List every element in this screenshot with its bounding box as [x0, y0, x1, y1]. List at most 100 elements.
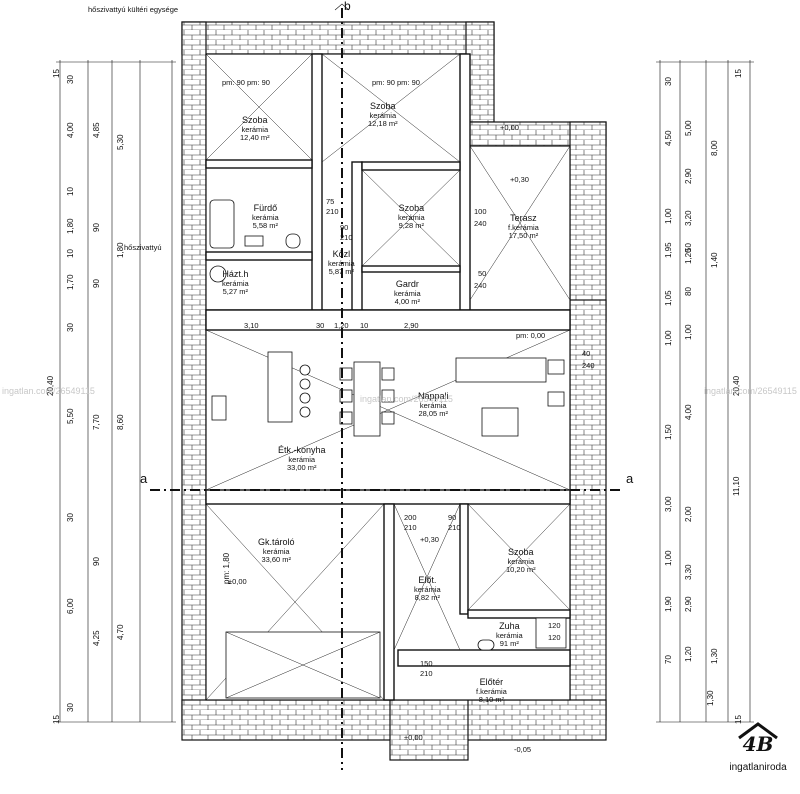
dim-2-90: 2,90	[404, 321, 419, 330]
right-mid-6: 4,00	[684, 404, 693, 420]
door-dim-1: 210	[326, 207, 339, 216]
logo: 4B ingatlaniroda	[722, 722, 794, 782]
door-dim-10: 150	[420, 659, 433, 668]
right-inner-0: 8,00	[710, 140, 719, 156]
right-mid-10: 1,20	[684, 646, 693, 662]
right-mid-1: 2,90	[684, 168, 693, 184]
right-extra-1: 50	[684, 243, 693, 252]
right-dim-4: 1,05	[664, 290, 673, 306]
boiler-icon	[209, 265, 227, 283]
logo-mark: 4B	[742, 732, 774, 756]
right-dim-0: 15	[734, 69, 743, 78]
door-dim-9: 210	[404, 523, 417, 532]
section-lines	[150, 3, 620, 770]
level-living-pm: pm: 0,00	[516, 331, 546, 340]
left-dim-6: 1,70	[66, 274, 75, 290]
sofa-icon	[455, 357, 547, 383]
section-mark-b: b	[344, 0, 351, 13]
right-dim-8: 1,00	[664, 550, 673, 566]
section-mark-a-left: a	[140, 471, 148, 486]
left-dim-3: 10	[66, 187, 75, 196]
left-dim-11: 30	[66, 703, 75, 712]
coffee-table-icon	[481, 407, 519, 437]
door-dim-16: 40	[582, 349, 591, 358]
level-entry: ±0,00	[404, 733, 423, 742]
right-inner-2: 11,10	[732, 476, 741, 496]
right-dim-5: 1,00	[664, 330, 673, 346]
left-mid-3: 7,70	[92, 414, 101, 430]
shower-icon	[535, 617, 567, 649]
watermark-left: ingatlan.com/26549115	[2, 386, 95, 396]
room-2-pm: pm: 90 pm: 90	[372, 78, 420, 87]
door-dim-11: 210	[420, 669, 433, 678]
door-dim-7: 240	[474, 281, 487, 290]
dim-10: 10	[360, 321, 369, 330]
left-dim-7: 30	[66, 323, 75, 332]
dining-table-icon	[353, 361, 381, 437]
door-dim-0: 75	[326, 197, 335, 206]
kitchen-island-icon	[267, 351, 293, 423]
door-dim-12: 90	[448, 513, 457, 522]
toilet-icon	[285, 233, 301, 249]
left-dim-2: 4,00	[66, 122, 75, 138]
sink-icon	[244, 235, 264, 247]
right-dim-11: 1,30	[706, 690, 715, 706]
level-hall: +0,30	[420, 535, 439, 544]
door-dim-15: 120	[548, 633, 561, 642]
left-mid-0: 4,85	[92, 122, 101, 138]
right-mid-5: 1,00	[684, 324, 693, 340]
door-dim-6: 50	[478, 269, 487, 278]
left-inner-1: 1,80	[116, 242, 125, 258]
dim-3-10: 3,10	[244, 321, 259, 330]
right-dim-10: 70	[664, 655, 673, 664]
level-terrace-top: +0,00	[500, 123, 519, 132]
level-garage: ±0,00	[228, 577, 247, 586]
left-dim-8: 5,50	[66, 408, 75, 424]
watermark-right: ingatlan.com/26549115	[704, 386, 797, 396]
dim-30: 30	[316, 321, 325, 330]
door-dim-5: 240	[474, 219, 487, 228]
right-mid-8: 3,30	[684, 564, 693, 580]
door-dim-2: 90	[340, 223, 349, 232]
right-dim-6: 1,50	[664, 424, 673, 440]
right-dim-1: 30	[664, 77, 673, 86]
left-mid-4: 90	[92, 557, 101, 566]
section-mark-a-right: a	[626, 471, 634, 486]
stove-icon	[211, 395, 227, 421]
left-dim-0: 15	[52, 69, 61, 78]
right-mid-9: 2,90	[684, 596, 693, 612]
left-dim-4: 1,80	[66, 218, 75, 234]
door-dim-8: 200	[404, 513, 417, 522]
right-mid-7: 2,00	[684, 506, 693, 522]
right-dim-2: 4,50	[664, 130, 673, 146]
dim-1-20: 1,20	[334, 321, 349, 330]
left-inner-0: 5,30	[116, 134, 125, 150]
level-terrace: +0,30	[510, 175, 529, 184]
left-dimensions	[56, 60, 176, 723]
room-1-pm: pm: 90 pm: 90	[222, 78, 270, 87]
left-inner-3: 4,70	[116, 624, 125, 640]
level-garage-pm: pm: 1,80	[222, 552, 231, 584]
right-extra-0: 1,95	[664, 242, 673, 258]
logo-text: ingatlaniroda	[729, 762, 787, 773]
door-dim-17: 240	[582, 361, 595, 370]
right-dim-7: 3,00	[664, 496, 673, 512]
right-dimensions	[656, 60, 754, 723]
door-dim-14: 120	[548, 621, 561, 630]
left-dim-12: 15	[52, 715, 61, 724]
heat-pump-label: hőszivattyú	[124, 243, 162, 252]
left-mid-1: 90	[92, 223, 101, 232]
furniture	[209, 199, 567, 699]
